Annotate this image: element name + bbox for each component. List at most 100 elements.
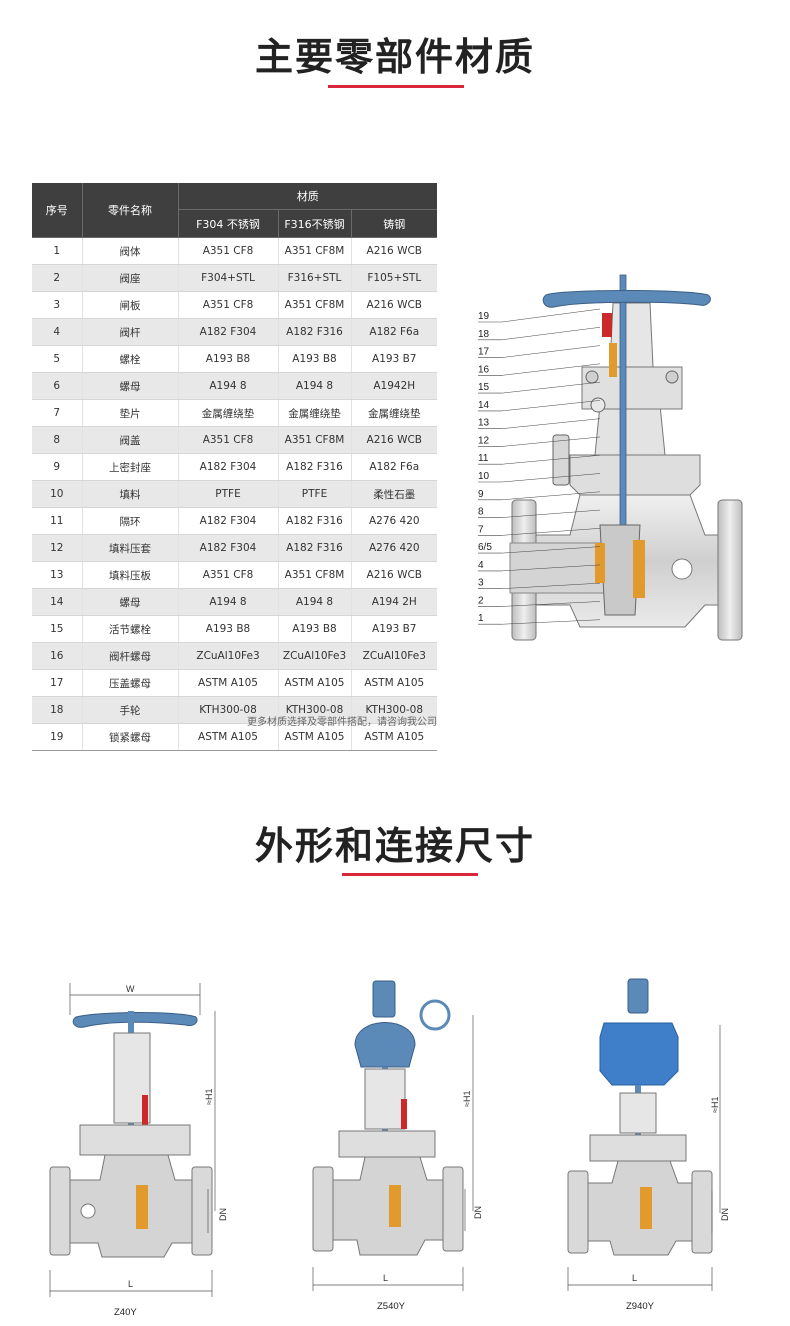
callout-leader xyxy=(501,400,601,412)
cell-part-name: 螺栓 xyxy=(82,345,179,373)
cell-f316: PTFE xyxy=(278,480,352,508)
cell-f316: A182 F316 xyxy=(278,453,352,481)
callout-label: 2 xyxy=(478,595,484,606)
cell-cast-steel: A182 F6a xyxy=(351,453,438,481)
drawing-z940y: ≈H1 DN L Z940Y xyxy=(567,978,730,1312)
callout-leader xyxy=(501,454,601,465)
cell-f316: A194 8 xyxy=(278,372,352,400)
cell-no: 5 xyxy=(32,345,83,373)
dim-dn: DN xyxy=(720,1208,730,1221)
cell-part-name: 垫片 xyxy=(82,399,179,427)
dim-l: L xyxy=(128,1279,133,1289)
cell-f316: A351 CF8M xyxy=(278,237,352,265)
cell-no: 10 xyxy=(32,480,83,508)
callout-label: 17 xyxy=(478,347,490,358)
cell-part-name: 螺母 xyxy=(82,588,179,616)
callout-leader xyxy=(501,418,601,429)
cell-part-name: 螺母 xyxy=(82,372,179,400)
cell-f316: A182 F316 xyxy=(278,534,352,562)
cell-f304: PTFE xyxy=(178,480,279,508)
cell-cast-steel: ZCuAl10Fe3 xyxy=(351,642,438,670)
cell-no: 15 xyxy=(32,615,83,643)
bonnet xyxy=(569,454,701,496)
model-label-z940y: Z940Y xyxy=(626,1301,655,1312)
cell-cast-steel: 柔性石墨 xyxy=(351,480,438,508)
callout-leader xyxy=(501,345,601,358)
cell-f304: A193 B8 xyxy=(178,345,279,373)
electric-actuator xyxy=(599,1022,679,1086)
cell-f316: A182 F316 xyxy=(278,507,352,535)
callout-label: 8 xyxy=(478,507,484,518)
cell-cast-steel: A194 2H xyxy=(351,588,438,616)
callout-label: 3 xyxy=(478,578,484,589)
drawing-z40y: W ≈H1 DN L Z40Y xyxy=(49,983,228,1318)
callout-leader xyxy=(501,546,601,554)
cell-part-name: 阀盖 xyxy=(82,426,179,454)
handwheel xyxy=(72,1012,198,1028)
cell-part-name: 填料压板 xyxy=(82,561,179,589)
cell-part-name: 锁紧螺母 xyxy=(82,723,179,751)
cell-cast-steel: A182 F6a xyxy=(351,318,438,346)
cell-f304: A351 CF8 xyxy=(178,291,279,319)
cell-f304: A351 CF8 xyxy=(178,237,279,265)
cell-no: 9 xyxy=(32,453,83,481)
seat-right xyxy=(633,540,645,598)
callout-leader xyxy=(501,564,601,572)
section-title-dimensions: 外形和连接尺寸 xyxy=(254,824,535,868)
cell-part-name: 阀杆 xyxy=(82,318,179,346)
model-label-z40y: Z40Y xyxy=(114,1307,137,1318)
callout-leader xyxy=(501,363,601,376)
cell-f316: 金属缠绕垫 xyxy=(278,399,352,427)
callout-label: 13 xyxy=(478,418,490,429)
cell-cast-steel: A276 420 xyxy=(351,534,438,562)
header-f316: F316不锈钢 xyxy=(278,209,352,238)
callout-leader xyxy=(501,509,601,518)
cell-f304: A194 8 xyxy=(178,372,279,400)
callout-label: 4 xyxy=(478,560,484,571)
header-part-name: 零件名称 xyxy=(82,183,179,238)
packing xyxy=(609,343,617,377)
cell-f316: A351 CF8M xyxy=(278,561,352,589)
callout-leader xyxy=(501,473,601,483)
cell-f316: ZCuAl10Fe3 xyxy=(278,642,352,670)
cell-f304: KTH300-08 xyxy=(178,696,279,724)
callout-leader xyxy=(501,582,601,589)
cell-no: 16 xyxy=(32,642,83,670)
callout-label: 9 xyxy=(478,489,484,500)
dim-dn: DN xyxy=(473,1206,483,1219)
cell-cast-steel: A216 WCB xyxy=(351,426,438,454)
callout-leader xyxy=(501,308,601,323)
cell-no: 14 xyxy=(32,588,83,616)
cell-part-name: 活节螺栓 xyxy=(82,615,179,643)
cell-part-name: 压盖螺母 xyxy=(82,669,179,697)
valve-section-diagram xyxy=(509,274,743,641)
cell-no: 8 xyxy=(32,426,83,454)
cell-f304: ASTM A105 xyxy=(178,723,279,751)
cell-no: 18 xyxy=(32,696,83,724)
cell-part-name: 阀座 xyxy=(82,264,179,292)
header-f304: F304 不锈钢 xyxy=(178,209,279,238)
table-footnote: 更多材质选择及零部件搭配，请咨询我公司 xyxy=(247,717,437,728)
callout-leader xyxy=(501,327,601,341)
cell-part-name: 隔环 xyxy=(82,507,179,535)
drawing-z540y: ≈H1 DN L Z540Y xyxy=(312,980,483,1312)
dim-h1: ≈H1 xyxy=(710,1097,720,1113)
cell-f316: A193 B8 xyxy=(278,615,352,643)
callout-leader xyxy=(501,436,601,447)
callout-label: 19 xyxy=(478,311,490,322)
callout-label: 15 xyxy=(478,382,490,393)
callout-leader xyxy=(501,491,601,501)
callout-label: 6/5 xyxy=(478,542,492,553)
